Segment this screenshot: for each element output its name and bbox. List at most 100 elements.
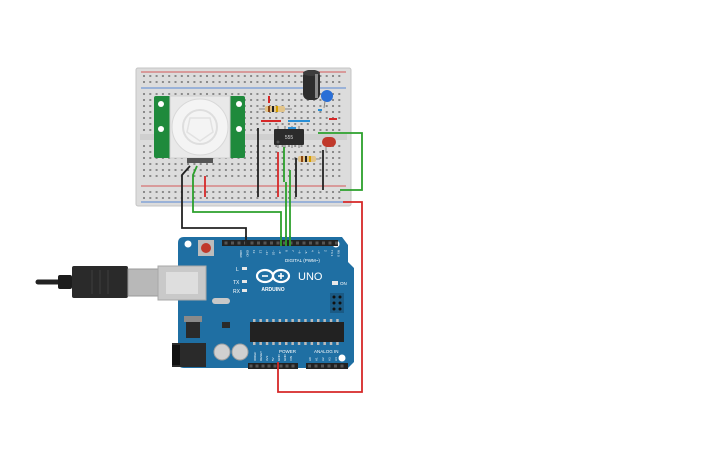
breadboard-hole (319, 75, 322, 77)
breadboard-hole (319, 197, 322, 199)
resistor[interactable] (292, 156, 320, 162)
breadboard-hole (231, 93, 234, 95)
header-pin-hole[interactable] (309, 241, 312, 245)
header-pin-hole[interactable] (289, 241, 293, 245)
header-pin-hole[interactable] (224, 241, 228, 245)
breadboard-hole (319, 129, 322, 131)
breadboard-hole (281, 145, 284, 147)
header-pin-hole[interactable] (273, 364, 277, 368)
header-pin-hole[interactable] (334, 364, 337, 368)
crystal (212, 298, 230, 304)
breadboard-hole (269, 93, 271, 95)
digital-pin-label: 12 (259, 250, 263, 254)
breadboard-hole (168, 75, 171, 77)
breadboard-hole (256, 117, 259, 119)
header-pin-hole[interactable] (237, 241, 241, 245)
breadboard-hole (269, 169, 271, 171)
breadboard-hole (300, 123, 303, 125)
resistor-band (301, 156, 303, 162)
breadboard-hole (332, 93, 334, 95)
header-pin-hole[interactable] (291, 364, 295, 368)
breadboard-hole (287, 191, 290, 193)
atmega-pin (253, 342, 256, 345)
breadboard-hole (143, 163, 145, 165)
header-pin-hole[interactable] (250, 241, 254, 245)
digital-pin-label: ~11 (265, 250, 269, 255)
header-pin-hole[interactable] (249, 364, 253, 368)
header-pin-hole[interactable] (279, 364, 283, 368)
ceramic-capacitor[interactable] (321, 90, 333, 109)
header-pin-hole[interactable] (257, 241, 260, 245)
header-pin-hole[interactable] (308, 364, 311, 368)
breadboard-hole (250, 117, 253, 119)
header-pin-hole[interactable] (302, 241, 306, 245)
breadboard-hole (287, 175, 290, 177)
breadboard-hole (269, 197, 271, 199)
red-led[interactable] (322, 137, 336, 152)
breadboard-hole (143, 129, 145, 131)
breadboard-hole (313, 169, 316, 171)
resistor[interactable] (259, 106, 292, 112)
breadboard-hole (294, 81, 297, 83)
breadboard-hole (256, 197, 259, 199)
power-header (248, 363, 298, 369)
breadboard-hole (325, 123, 328, 125)
breadboard-hole (313, 129, 316, 131)
header-pin-hole[interactable] (315, 241, 319, 245)
header-pin-hole[interactable] (276, 241, 280, 245)
breadboard-hole (199, 197, 202, 199)
atmega-pin (272, 319, 275, 322)
header-pin-hole[interactable] (283, 241, 286, 245)
atmega-pin (304, 342, 307, 345)
pir-sensor[interactable] (154, 95, 245, 163)
breadboard-hole (243, 191, 246, 193)
header-pin-hole[interactable] (328, 241, 332, 245)
breadboard-hole (269, 175, 271, 177)
breadboard-hole (180, 81, 183, 83)
header-pin-hole[interactable] (327, 364, 331, 368)
wire-green-led (318, 132, 363, 191)
header-pin-hole[interactable] (340, 364, 344, 368)
header-pin-hole[interactable] (285, 364, 289, 368)
breadboard-hole (237, 163, 240, 165)
header-pin-hole[interactable] (255, 364, 259, 368)
header-pin-hole[interactable] (270, 241, 273, 245)
header-pin-hole[interactable] (263, 241, 267, 245)
breadboard-hole (332, 197, 334, 199)
digital-pin-label: 8 (285, 250, 289, 252)
breadboard-hole (155, 75, 158, 77)
breadboard-hole (168, 81, 171, 83)
timer-chip[interactable]: 555 (274, 126, 304, 148)
header-pin-hole[interactable] (321, 364, 324, 368)
header-pin-hole[interactable] (261, 364, 265, 368)
atmega-pin (336, 342, 339, 345)
breadboard-hole (262, 151, 265, 153)
breadboard-hole (155, 93, 158, 95)
breadboard-hole (338, 169, 341, 171)
arduino-uno[interactable]: L TX RX ON ARDUINO UNO DIGITAL (PWM~) (157, 237, 354, 369)
breadboard-hole (338, 191, 341, 193)
breadboard-hole (193, 191, 196, 193)
reset-button[interactable] (201, 243, 211, 253)
atmega-pin (297, 342, 301, 345)
breadboard-hole (325, 129, 328, 131)
breadboard-hole (256, 93, 259, 95)
usb-strain-relief (58, 275, 72, 289)
header-pin-hole[interactable] (335, 241, 338, 245)
header-pin-hole[interactable] (322, 241, 325, 245)
breadboard-hole (300, 99, 303, 101)
breadboard-hole (338, 175, 341, 177)
header-pin-hole[interactable] (314, 364, 318, 368)
header-pin-hole[interactable] (267, 364, 271, 368)
header-pin-hole[interactable] (231, 241, 234, 245)
electrolytic-capacitor[interactable] (303, 70, 320, 100)
breadboard-hole (143, 191, 145, 193)
breadboard-hole (325, 117, 328, 119)
breadboard-hole (332, 169, 334, 171)
header-pin-hole[interactable] (296, 241, 299, 245)
usb-cable[interactable] (35, 266, 161, 298)
breadboard-hole (275, 151, 278, 153)
atmega-pin (310, 342, 314, 345)
wire-green-pir-signal (192, 165, 282, 244)
breadboard-hole (338, 105, 341, 107)
